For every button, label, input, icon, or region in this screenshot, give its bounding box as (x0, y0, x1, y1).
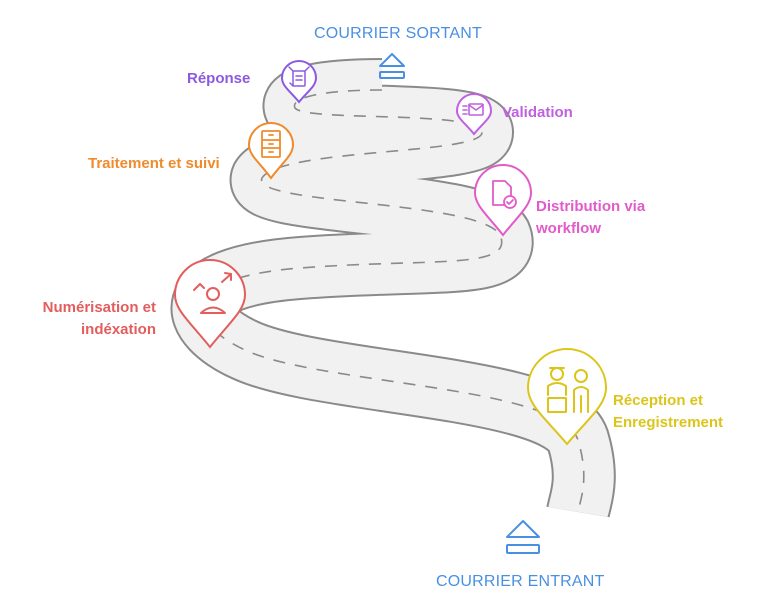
step-label-validation-line-1: Validation (502, 104, 573, 121)
top-arrow-icon (379, 53, 405, 79)
step-label-numerisation-line-1: Numérisation et (42, 299, 156, 316)
endpoint-top-label: COURRIER SORTANT (314, 25, 482, 42)
step-label-distribution: Distribution via workflow (536, 196, 645, 240)
step-label-traitement-line-1: Traitement et suivi (88, 155, 220, 172)
marker-traitement (247, 122, 295, 180)
reception-staff-icon (547, 367, 589, 413)
step-label-numerisation-line-2: indéxation (80, 321, 156, 338)
step-label-validation: Validation (502, 102, 573, 124)
marker-reponse (280, 60, 318, 104)
mail-list-icon (462, 103, 484, 116)
step-label-distribution-line-2: workflow (536, 220, 602, 237)
step-label-reponse: Réponse (187, 68, 250, 90)
bottom-arrow-icon (506, 520, 540, 554)
reply-tools-icon (288, 66, 310, 87)
endpoint-bottom-label: COURRIER ENTRANT (436, 573, 605, 590)
step-label-reception-line-1: Réception et (613, 392, 704, 409)
step-label-traitement: Traitement et suivi (88, 153, 220, 175)
document-check-icon (492, 180, 517, 209)
step-label-distribution-line-1: Distribution via (536, 198, 646, 215)
user-arrow-icon (193, 272, 232, 314)
marker-reception (526, 348, 608, 446)
step-label-numerisation: Numérisation et indéxation (22, 297, 156, 341)
marker-numerisation (173, 259, 247, 349)
step-label-reception-line-2: Enregistrement (613, 414, 724, 431)
marker-validation (455, 93, 493, 136)
step-label-reception: Réception et Enregistrement (613, 390, 723, 434)
step-label-reponse-line-1: Réponse (187, 70, 251, 87)
file-cabinet-icon (261, 130, 281, 158)
marker-distribution (473, 164, 533, 237)
